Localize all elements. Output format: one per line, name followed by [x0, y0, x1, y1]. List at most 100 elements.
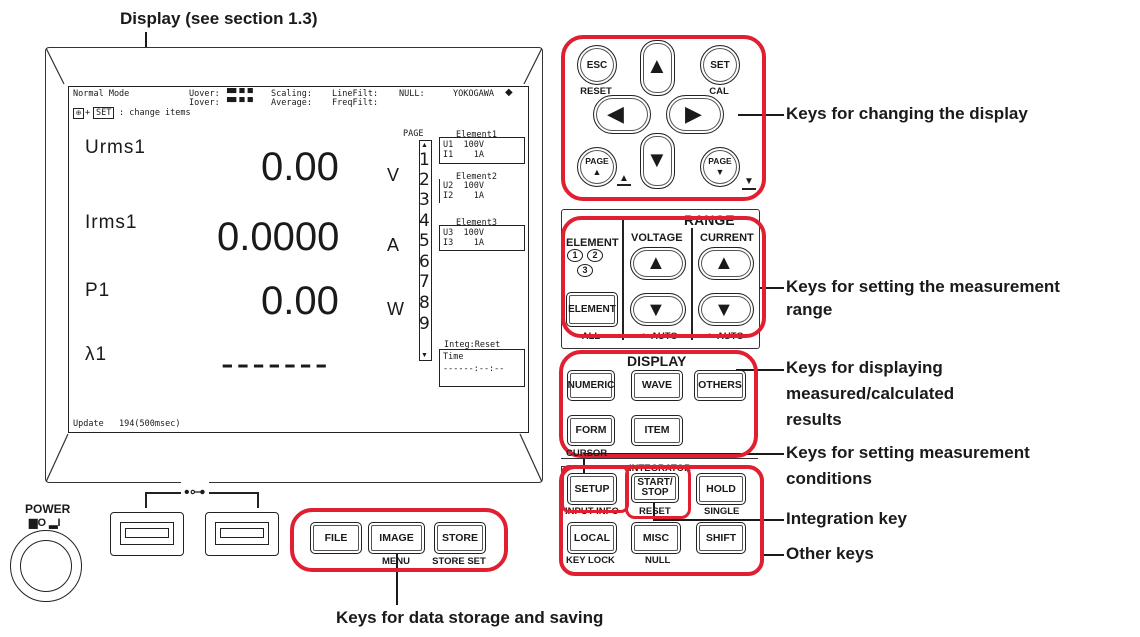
numeric-key[interactable]: NUMERIC [567, 370, 615, 401]
header-scaling: Scaling: [271, 89, 312, 99]
uover-indicator: ▀▀ ▀ ▀ [227, 89, 253, 99]
page-top-icon: ▲ [619, 173, 629, 184]
element-title: ELEMENT [566, 237, 619, 249]
misc-key[interactable]: MISC [631, 522, 681, 554]
row-2-label: Irms1 [85, 212, 138, 233]
set-key[interactable]: SET [700, 45, 740, 85]
key-lock-label: KEY LOCK [566, 555, 615, 566]
lcd-screen: Normal Mode Uover: ▀▀ ▀ ▀ Iover: ▀▀ ▀ ▀ … [68, 86, 529, 433]
hold-key[interactable]: HOLD [696, 473, 746, 505]
callout-integration: Integration key [786, 509, 907, 528]
page-scrollbar[interactable]: ▲ ▼ [419, 140, 432, 361]
page-9: 9 [419, 314, 430, 334]
highlight-other [559, 465, 764, 576]
callout-range-1: Keys for setting the measurement [786, 277, 1060, 296]
row-2-value: 0.0000 [217, 215, 340, 259]
page-down-key[interactable]: PAGE ▼ [700, 147, 740, 187]
current-down-key[interactable]: ▼ [698, 293, 754, 326]
wave-key[interactable]: WAVE [631, 370, 683, 401]
callout-results-line-b [736, 369, 784, 371]
element-3-led: 3 [577, 264, 593, 277]
setup-key[interactable]: SETUP [567, 473, 617, 505]
callout-other: Other keys [786, 544, 874, 563]
store-key[interactable]: STORE [434, 522, 486, 554]
row-3-value: 0.00 [261, 279, 339, 323]
power-switch[interactable] [10, 530, 82, 602]
page-4: 4 [419, 211, 430, 231]
range-divider-1 [622, 216, 624, 340]
element-2-box: U2 100V I2 1A [439, 179, 524, 203]
current-up-arrow-icon: ▲ [714, 252, 734, 274]
others-key[interactable]: OTHERS [694, 370, 746, 401]
callout-data-storage: Keys for data storage and saving [336, 608, 604, 627]
usb-port-1[interactable] [110, 512, 184, 556]
shift-key[interactable]: SHIFT [696, 522, 746, 554]
callout-display: Display (see section 1.3) [120, 9, 318, 28]
brand-diamond-icon: ◆ [505, 87, 513, 98]
element-3-box: U3 100V I3 1A [439, 225, 525, 251]
callout-conditions-2: conditions [786, 469, 872, 488]
iover-indicator: ▀▀ ▀ ▀ [227, 98, 253, 108]
callout-conditions-line-a [583, 453, 784, 455]
down-key[interactable]: ▼ [640, 133, 675, 189]
element-3-title: Element3 [456, 218, 497, 228]
cal-label: CAL [709, 86, 729, 97]
page-down-arrow-icon: ▼ [715, 167, 725, 177]
store-set-label: STORE SET [432, 556, 486, 567]
highlight-display [559, 350, 758, 458]
header-iover: Iover: [189, 98, 220, 108]
page-3: 3 [419, 190, 430, 210]
callout-results-1: Keys for displaying [786, 358, 943, 377]
row-3-label: P1 [85, 280, 111, 301]
highlight-range [561, 216, 766, 338]
voltage-up-key[interactable]: ▲ [630, 247, 686, 280]
voltage-down-key[interactable]: ▼ [630, 293, 686, 326]
page-2: 2 [419, 170, 430, 190]
page-label: PAGE [403, 129, 424, 139]
current-down-arrow-icon: ▼ [714, 299, 734, 321]
callout-integration-line-b [653, 493, 655, 520]
integ-title: Integ:Reset [444, 340, 501, 350]
page-5: 5 [419, 231, 430, 251]
esc-key[interactable]: ESC [577, 45, 617, 85]
element-2-led: 2 [587, 249, 603, 262]
local-key[interactable]: LOCAL [567, 522, 617, 554]
row-4-value: ------- [221, 343, 331, 385]
row-3-unit: W [387, 299, 404, 319]
left-key[interactable]: ◀ [593, 95, 651, 134]
image-key[interactable]: IMAGE [368, 522, 425, 554]
callout-results-3: results [786, 410, 842, 429]
menu-label: MENU [382, 556, 410, 567]
header-average: Average: [271, 98, 312, 108]
row-2-unit: A [387, 235, 400, 255]
cursor-label: CURSOR [566, 448, 608, 459]
null-label: NULL [645, 555, 671, 566]
header-linefilt: LineFilt: [332, 89, 379, 99]
usb-port-2[interactable] [205, 512, 279, 556]
up-key[interactable]: ▲ [640, 40, 675, 96]
left-arrow-icon: ◀ [607, 101, 624, 126]
single-label: SINGLE [704, 506, 740, 517]
voltage-title: VOLTAGE [631, 232, 683, 244]
callout-results-2: measured/calculated [786, 384, 955, 403]
start-stop-key[interactable]: START/ STOP [631, 473, 679, 503]
update-status: Update 194(500msec) [73, 419, 181, 429]
page-8: 8 [419, 293, 430, 313]
element-1-led: 1 [567, 249, 583, 262]
page-up-arrow-icon: ▲ [592, 167, 602, 177]
file-key[interactable]: FILE [310, 522, 362, 554]
page-up-key[interactable]: PAGE ▲ [577, 147, 617, 187]
form-key[interactable]: FORM [567, 415, 615, 446]
right-key[interactable]: ▶ [666, 95, 724, 134]
element-1-box: U1 100V I1 1A [439, 137, 525, 164]
element-key[interactable]: ELEMENT [566, 292, 618, 327]
highlight-changing-display [561, 35, 766, 201]
row-1-value: 0.00 [261, 145, 339, 189]
item-key[interactable]: ITEM [631, 415, 683, 446]
callout-other-line [760, 554, 784, 556]
row-4-label: λ1 [85, 344, 108, 365]
callout-range-line [760, 287, 784, 289]
header-null: NULL: [399, 89, 425, 99]
callout-conditions-1: Keys for setting measurement [786, 443, 1030, 462]
current-up-key[interactable]: ▲ [698, 247, 754, 280]
